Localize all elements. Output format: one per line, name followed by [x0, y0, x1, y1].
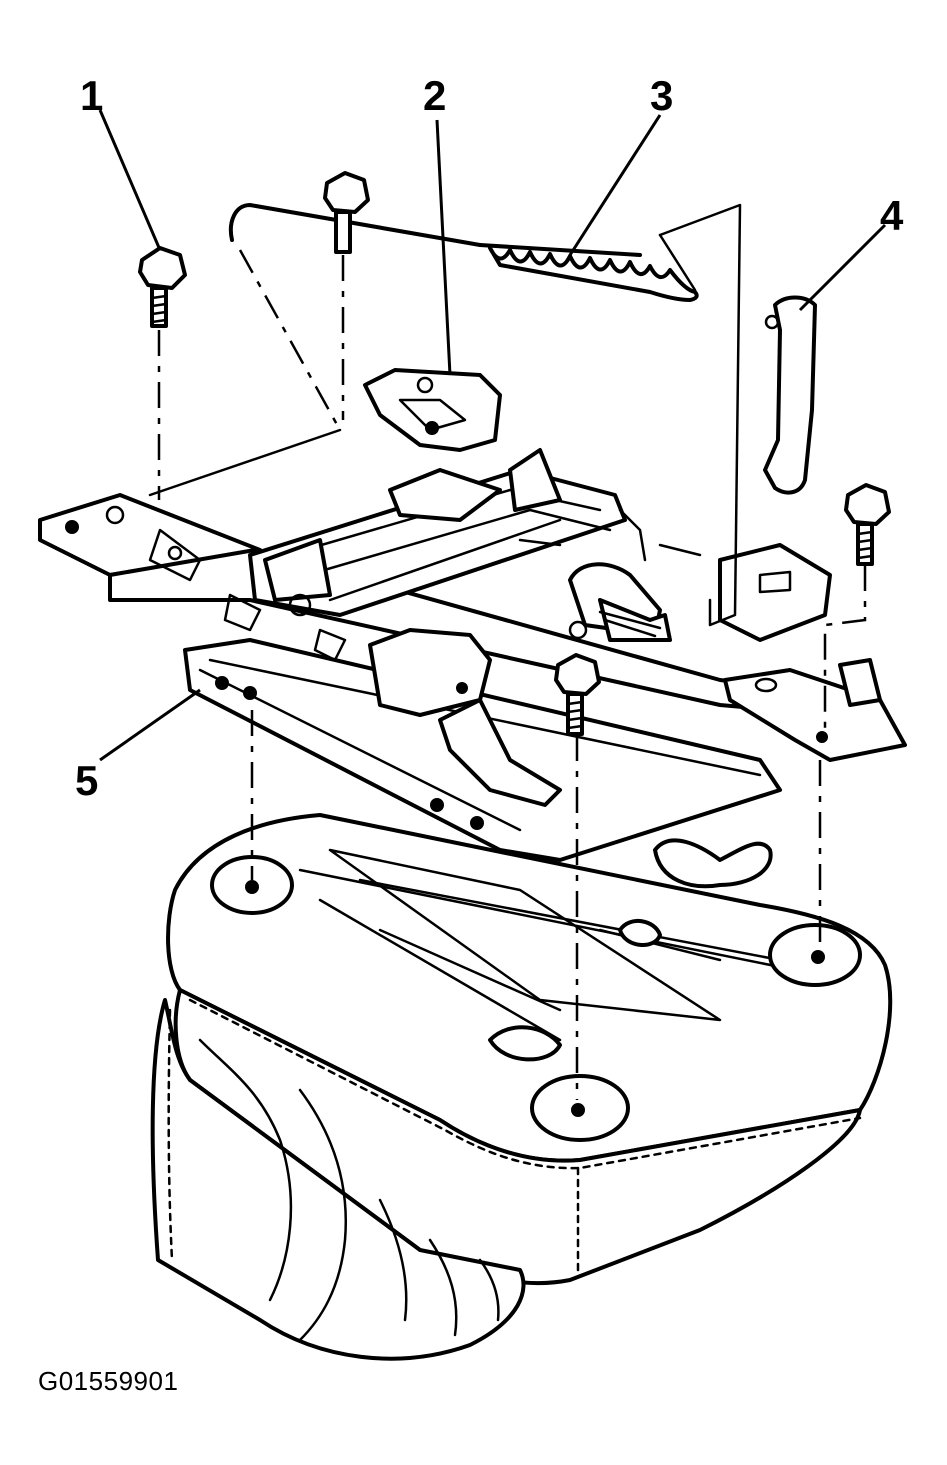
- leader-lines: [98, 109, 887, 762]
- callout-3: 3: [650, 72, 673, 119]
- callout-5: 5: [75, 757, 98, 804]
- callout-1: 1: [80, 72, 103, 119]
- coil-spring: [488, 246, 699, 302]
- bolt-4: [554, 653, 601, 736]
- installation-lines: [148, 203, 867, 1100]
- bolt-1: [138, 246, 187, 328]
- cable-with-spring: [229, 203, 699, 302]
- seat-cushion: [150, 813, 893, 1361]
- bolt-2: [323, 171, 370, 254]
- bolt-3: [844, 483, 891, 566]
- seat-adjuster-frame: [38, 368, 907, 862]
- trim-cover: [763, 295, 817, 495]
- figure-id-label: G01559901: [38, 1366, 179, 1396]
- callout-4: 4: [880, 192, 904, 239]
- callout-2: 2: [423, 72, 446, 119]
